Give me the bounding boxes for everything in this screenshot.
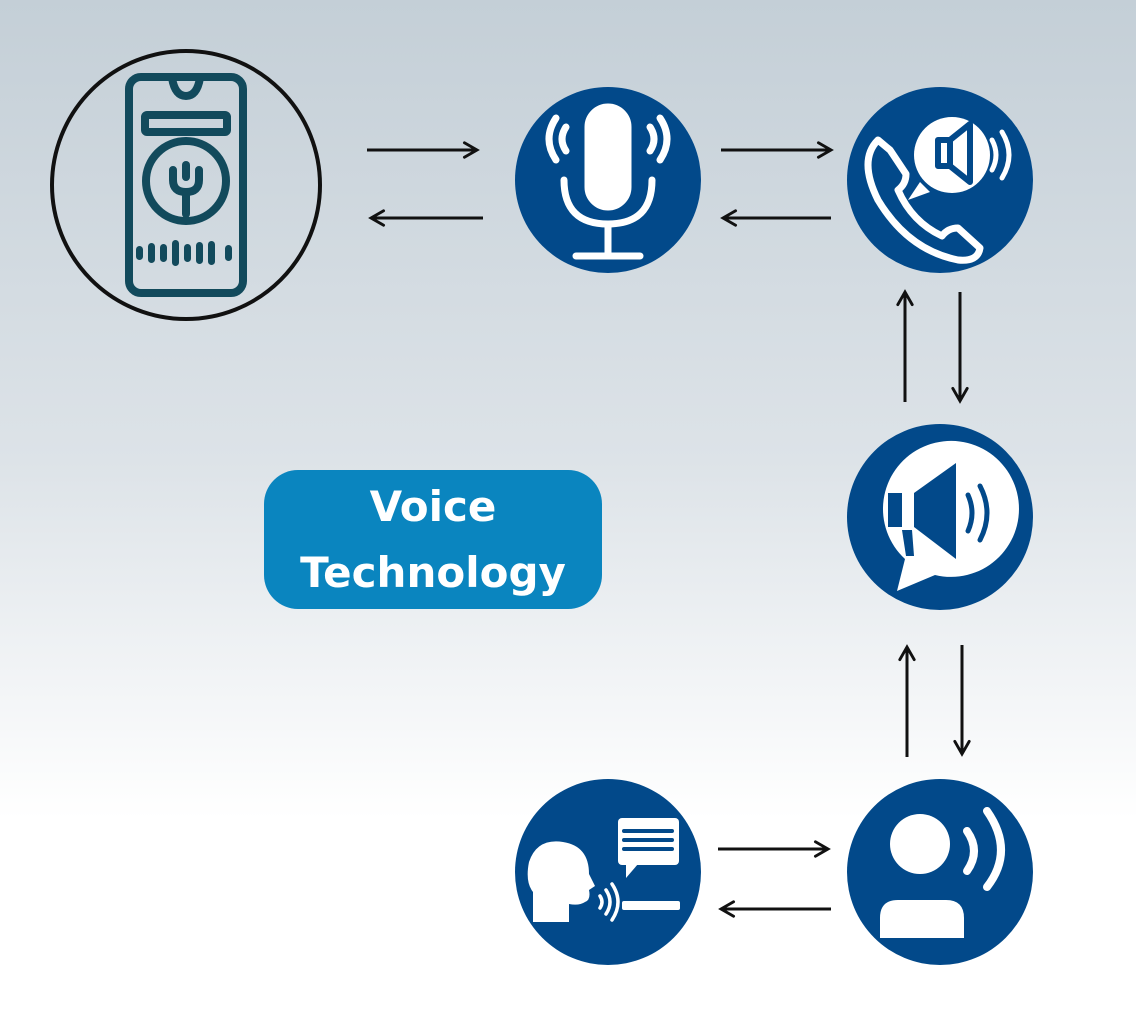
flow-arrows: [367, 141, 971, 918]
voice-technology-label: Voice Technology: [264, 470, 602, 609]
person-speaking-icon: [847, 779, 1033, 965]
smartphone-voice-icon: [50, 49, 322, 321]
label-line-2: Technology: [300, 547, 566, 597]
label-line-1: Voice: [369, 481, 497, 531]
phone-call-speaker-icon: [847, 87, 1033, 273]
microphone-icon: [515, 87, 701, 273]
speaker-bubble-icon: [847, 424, 1033, 610]
head-speech-bubble-icon: [515, 779, 701, 965]
